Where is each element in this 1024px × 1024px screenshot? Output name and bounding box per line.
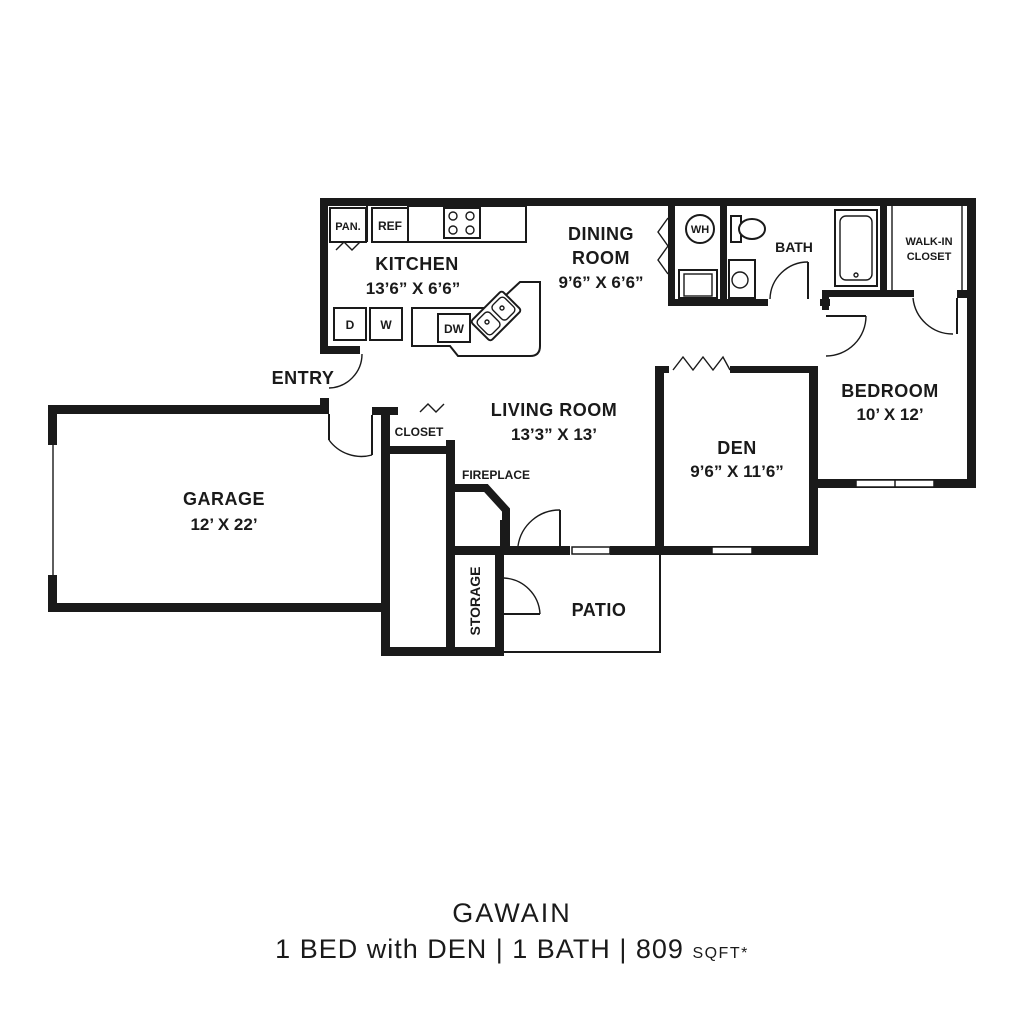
garage-label: GARAGE xyxy=(183,489,265,509)
storage-label: STORAGE xyxy=(467,567,483,636)
pantry-label: PAN. xyxy=(335,221,360,233)
plan-summary: 1 BED with DEN | 1 BATH | 809 SQFT* xyxy=(0,934,1024,965)
washer-label: W xyxy=(380,318,392,332)
kitchen-size: 13’6” X 6’6” xyxy=(366,279,461,298)
dining-label-line2: ROOM xyxy=(572,248,630,268)
fixture-labels: PAN. REF D W DW WH xyxy=(335,219,709,336)
patio-outline xyxy=(504,555,661,653)
kitchen-fixtures xyxy=(329,205,541,357)
walk-in-closet-label-line2: CLOSET xyxy=(907,251,952,263)
bath-fixtures xyxy=(678,206,963,299)
fireplace-label: FIREPLACE xyxy=(462,468,530,482)
refrigerator-label: REF xyxy=(378,219,402,233)
dishwasher-label: DW xyxy=(444,322,465,336)
plan-baths: 1 BATH xyxy=(512,934,611,964)
garage-size: 12’ X 22’ xyxy=(190,515,257,534)
living-room-size: 13’3” X 13’ xyxy=(511,425,597,444)
plan-separator: | xyxy=(619,934,628,964)
windows xyxy=(571,479,935,555)
room-labels: KITCHEN 13’6” X 6’6” DINING ROOM 9’6” X … xyxy=(183,224,953,635)
living-room-label: LIVING ROOM xyxy=(491,400,618,420)
den-label: DEN xyxy=(717,438,757,458)
doors xyxy=(328,217,958,615)
kitchen-label: KITCHEN xyxy=(375,254,459,274)
water-heater-label: WH xyxy=(691,224,709,236)
dining-label-line1: DINING xyxy=(568,224,634,244)
plan-name: GAWAIN xyxy=(452,898,572,928)
walk-in-closet-label-line1: WALK-IN xyxy=(905,236,952,248)
plan-beds: 1 BED with DEN xyxy=(275,934,488,964)
bedroom-label: BEDROOM xyxy=(841,381,939,401)
dining-size: 9’6” X 6’6” xyxy=(558,273,643,292)
bath-label: BATH xyxy=(775,239,813,255)
patio-label: PATIO xyxy=(572,600,627,620)
fireplace-hearth xyxy=(455,484,510,546)
dryer-label: D xyxy=(346,318,355,332)
plan-separator: | xyxy=(495,934,504,964)
den-size: 9’6” X 11’6” xyxy=(690,462,784,481)
bedroom-size: 10’ X 12’ xyxy=(856,405,923,424)
plan-sqft-value: 809 xyxy=(635,934,684,964)
closet-label: CLOSET xyxy=(395,425,444,439)
entry-label: ENTRY xyxy=(272,368,335,388)
plan-sqft-unit: SQFT* xyxy=(692,945,749,962)
